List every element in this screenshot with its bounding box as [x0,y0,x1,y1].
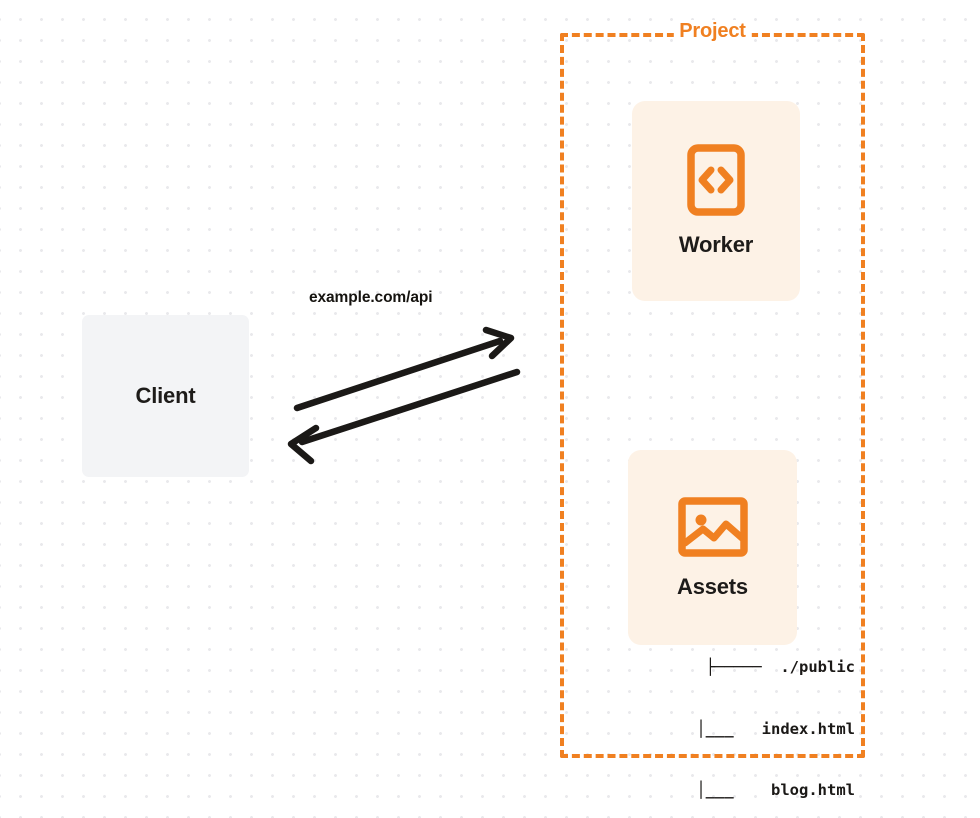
file-tree-row: ├───── ./public [705,658,855,676]
worker-card[interactable]: Worker [632,101,800,301]
project-title: Project [673,20,752,43]
worker-label: Worker [678,232,754,257]
file-tree-row: │___ blog.html [668,781,855,799]
project-container: Project Worker Assets [560,20,865,799]
response-arrow [287,368,521,465]
code-brackets-icon [687,144,745,216]
assets-label: Assets [677,573,748,599]
request-arrow [293,326,515,412]
assets-file-tree: ├───── ./public │___ index.html │___ blo… [610,616,855,818]
image-icon [677,496,748,558]
connection-label: example.com/api [309,289,433,306]
file-tree-row: │___ index.html [668,719,855,738]
client-node[interactable]: Client [82,315,249,477]
assets-card[interactable]: Assets [628,450,797,645]
client-label: Client [135,383,196,408]
